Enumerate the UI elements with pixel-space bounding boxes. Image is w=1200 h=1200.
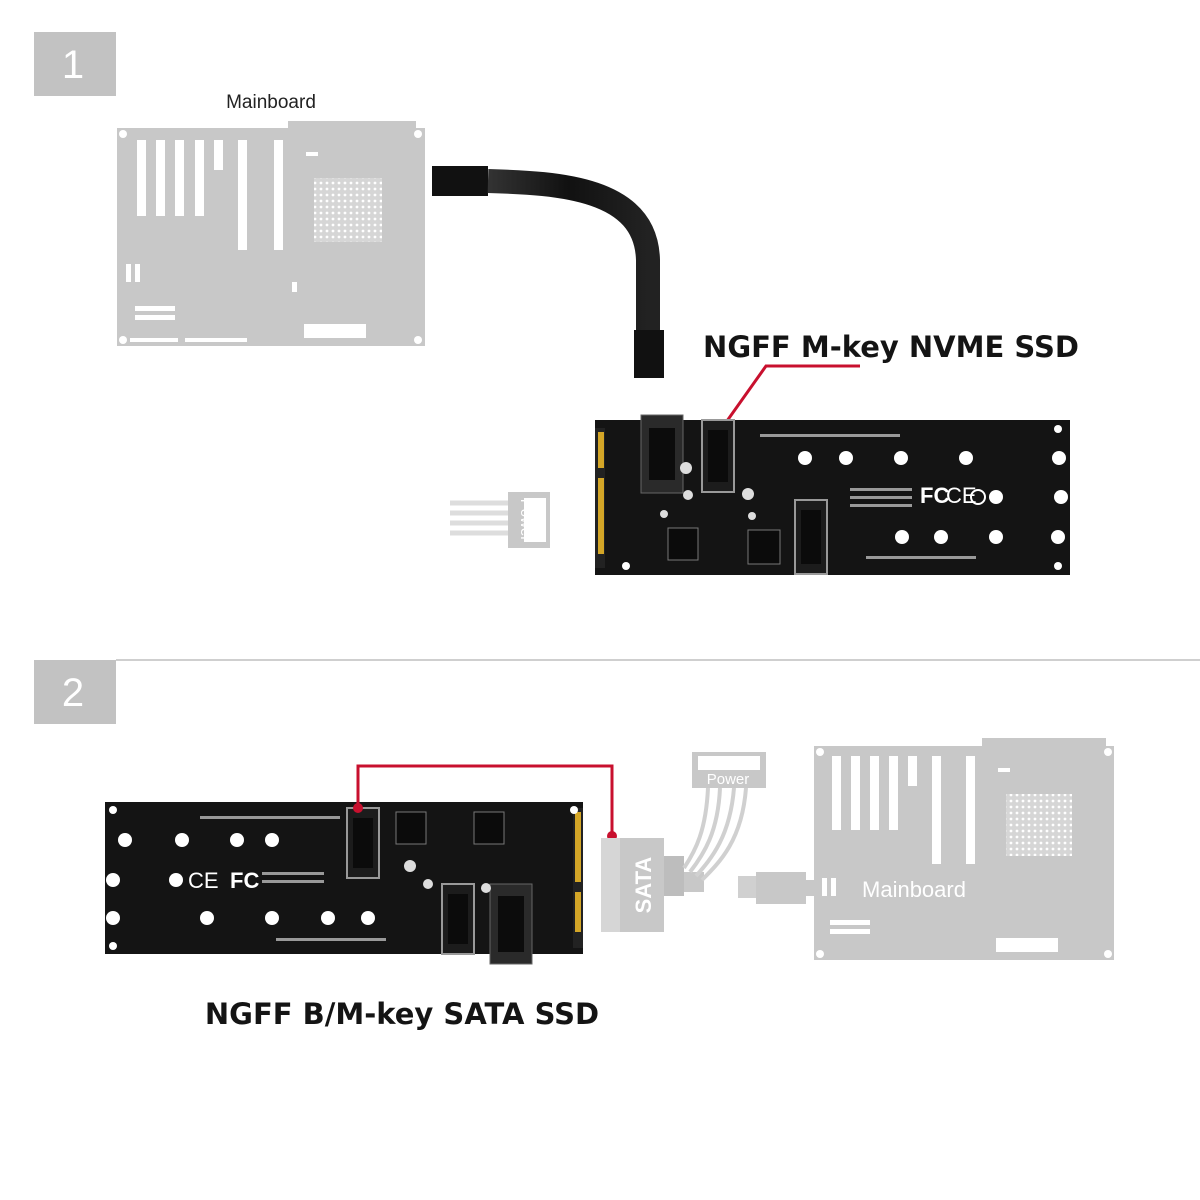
step-1-mainboard-label: Mainboard bbox=[226, 92, 316, 113]
step-1-number: 1 bbox=[62, 43, 84, 87]
step-2-adapter-card: CE FC bbox=[105, 802, 583, 965]
step-1-adapter-card: FC CE bbox=[595, 414, 1070, 575]
fcc-mark-icon-2: FC bbox=[230, 868, 259, 893]
step-1-slimsas-cable bbox=[432, 166, 664, 378]
rohs-mark-icon bbox=[970, 489, 986, 505]
step-2-sata-connector: SATA bbox=[601, 838, 704, 932]
step-1-ssd-label: NGFF M-key NVME SSD bbox=[703, 330, 1079, 364]
ce-mark-icon-2: CE bbox=[188, 868, 219, 893]
fcc-mark-icon: FC bbox=[920, 483, 949, 508]
step-2-power-connector: Power bbox=[682, 752, 766, 882]
step-2-number: 2 bbox=[62, 671, 84, 715]
step-1-power-connector: Power bbox=[450, 492, 550, 548]
step-1-mainboard bbox=[117, 121, 425, 346]
step-2-mainboard: Mainboard bbox=[814, 738, 1114, 960]
step-2-sata-label: SATA bbox=[631, 857, 656, 914]
step-2-mainboard-label: Mainboard bbox=[862, 877, 966, 902]
step-1-badge: 1 bbox=[34, 32, 116, 96]
step-2: 2 bbox=[34, 660, 1114, 1031]
step-2-ssd-label: NGFF B/M-key SATA SSD bbox=[205, 997, 599, 1031]
step-1-power-label: Power bbox=[517, 499, 534, 542]
step-2-badge: 2 bbox=[34, 660, 116, 724]
step-2-power-label: Power bbox=[707, 771, 750, 788]
step-1: 1 Mainboard bbox=[34, 32, 1079, 575]
step-2-sata-cable bbox=[738, 872, 818, 904]
